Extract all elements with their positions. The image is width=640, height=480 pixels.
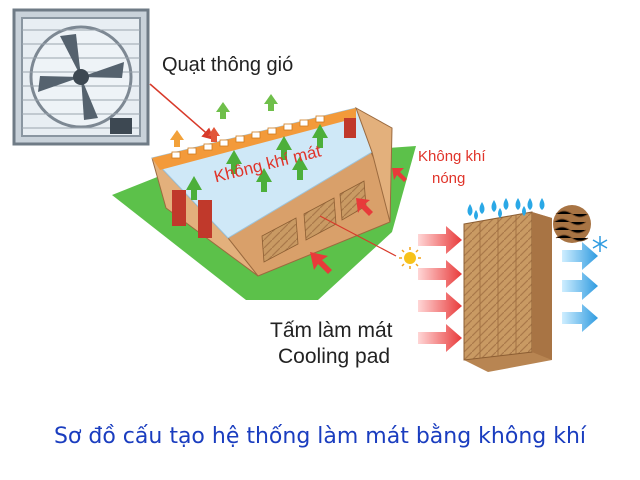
- exhaust-air-arrows: [170, 94, 278, 147]
- pad-texture-icon: [553, 205, 591, 243]
- sun-icon: [399, 247, 421, 269]
- fan-label: Quạt thông gió: [162, 54, 294, 76]
- snowflake-icon: [592, 236, 608, 252]
- exhaust-fan-icon: [12, 8, 150, 146]
- cool-air-arrows: [186, 124, 328, 200]
- door: [198, 200, 212, 238]
- door: [172, 190, 186, 226]
- hot-air-arrows: [418, 226, 462, 352]
- cool-air-outflow-arrows: [562, 242, 598, 332]
- water-drop-icon: [467, 198, 545, 220]
- cooling-pad-label-en: Cooling pad: [278, 345, 391, 368]
- hot-air-label: Không khí: [418, 148, 486, 165]
- hot-air-label-line2: nóng: [432, 170, 466, 187]
- diagram-caption: Sơ đồ cấu tạo hệ thống làm mát bằng khôn…: [53, 424, 587, 449]
- cooling-pad-label: Tấm làm mát: [270, 319, 393, 342]
- hot-air-entry-arrows: [310, 168, 407, 274]
- cooling-pad: [463, 211, 552, 372]
